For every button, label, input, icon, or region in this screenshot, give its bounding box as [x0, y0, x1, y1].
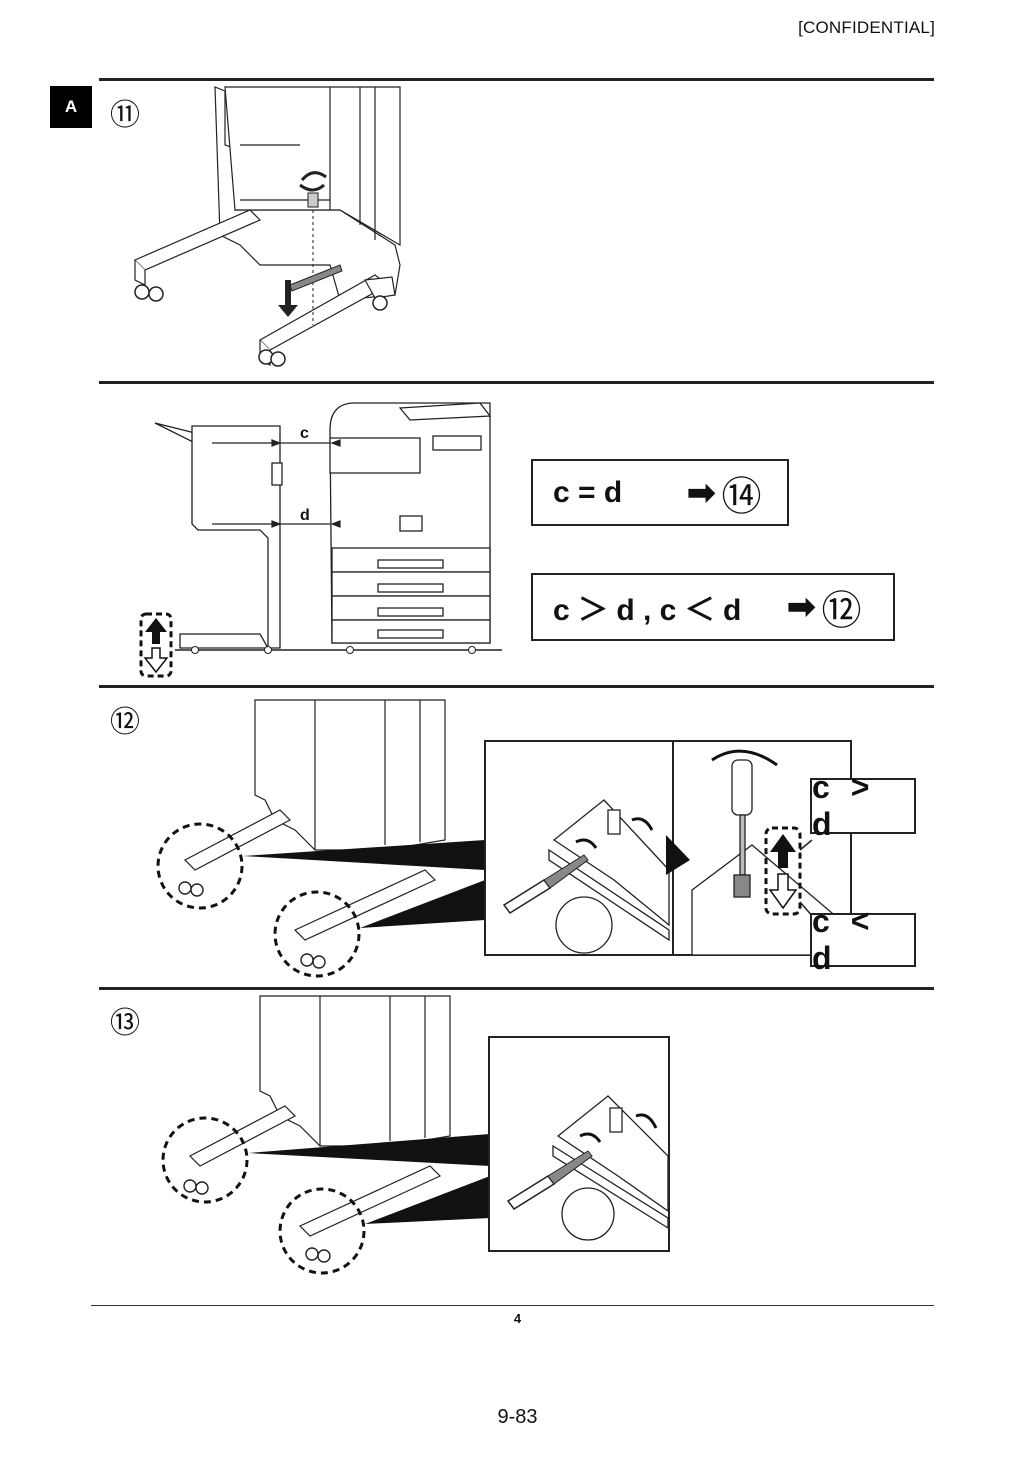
label-d: d [300, 507, 310, 524]
callout-greater: c > d [810, 769, 916, 842]
step-13-illustration [161, 995, 490, 1275]
formula-equal: c = d ➡ ⑭ [531, 459, 789, 526]
footer-divider [91, 1305, 934, 1306]
detail-panel-tighten [488, 1036, 670, 1252]
label-c: c [300, 425, 309, 442]
measurement-diagram [154, 402, 502, 654]
adjust-height-icon [139, 612, 173, 678]
section-divider [99, 987, 934, 990]
formula-unequal: c ＞ d , c ＜ d ➡ ⑫ [531, 573, 895, 641]
confidential-label: [CONFIDENTIAL] [798, 18, 935, 37]
section-tab: A [50, 86, 92, 128]
right-arrow-icon: ➡ [787, 588, 816, 626]
step-number-11: ⑪ [110, 98, 140, 133]
formula-unequal-text: c ＞ d , c ＜ d [553, 594, 742, 627]
step-ref-14: ⑭ [721, 473, 762, 520]
sub-page-number: 4 [513, 1311, 522, 1326]
formula-equal-text: c = d [553, 475, 623, 509]
step-number-12: ⑫ [110, 705, 140, 740]
step-11-illustration [133, 86, 401, 367]
section-divider [99, 78, 934, 81]
step-ref-12: ⑫ [821, 588, 862, 634]
section-divider [99, 381, 934, 384]
right-arrow-icon: ➡ [687, 473, 716, 512]
step-number-13: ⑬ [110, 1006, 140, 1041]
callout-less: c < d [810, 903, 916, 976]
section-divider [99, 685, 934, 688]
detail-panel-loosen [484, 740, 674, 956]
step-12-illustration [156, 699, 485, 978]
page-number: 9-83 [497, 1406, 538, 1428]
